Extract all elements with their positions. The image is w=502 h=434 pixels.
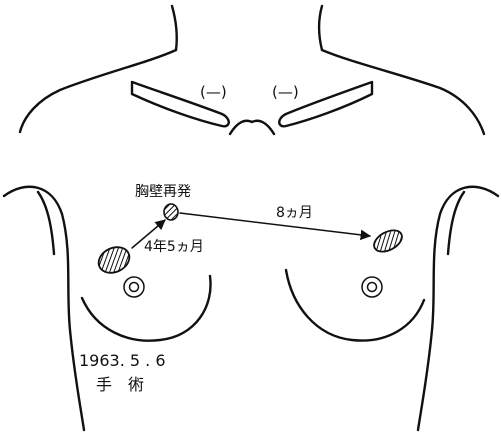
right-nipple-center xyxy=(368,283,377,292)
primary-tumor-lesion xyxy=(94,242,133,277)
upper-torso-outline xyxy=(20,6,484,134)
left-nipple-center xyxy=(130,283,139,292)
right-torso-outer-line xyxy=(418,187,498,430)
left-torso-inner-line xyxy=(38,192,54,254)
neck-right-line xyxy=(319,6,322,50)
left-torso-outer-line xyxy=(4,187,84,430)
lower-torso-outline xyxy=(4,187,498,430)
contralateral-lesion xyxy=(371,226,406,256)
left-nipple xyxy=(124,277,144,297)
arrow-to-contralateral xyxy=(180,213,370,236)
clavicles xyxy=(132,82,372,134)
recurrence-label: 胸壁再発 xyxy=(135,184,191,200)
right-areola xyxy=(362,277,382,297)
right-torso-inner-line xyxy=(448,192,464,254)
right-nipple xyxy=(362,277,382,297)
right-breast-contour xyxy=(286,270,424,341)
surgery-label: 手 術 xyxy=(96,375,144,394)
surgery-date-label: 1963. 5 . 6 xyxy=(79,351,166,370)
interval-8-months-label: 8ヵ月 xyxy=(276,205,313,221)
left-shoulder-line xyxy=(20,50,176,132)
neck-left-line xyxy=(172,6,177,50)
interval-4y5m-label: 4年5ヵ月 xyxy=(144,239,204,255)
left-breast-contour xyxy=(82,276,211,341)
right-clavicle-negative-mark: (—) xyxy=(272,83,299,101)
left-clavicle-negative-mark: (—) xyxy=(200,83,227,101)
left-areola xyxy=(124,277,144,297)
chest-wall-recurrence-lesion xyxy=(164,204,178,220)
sternal-notch xyxy=(230,121,274,134)
